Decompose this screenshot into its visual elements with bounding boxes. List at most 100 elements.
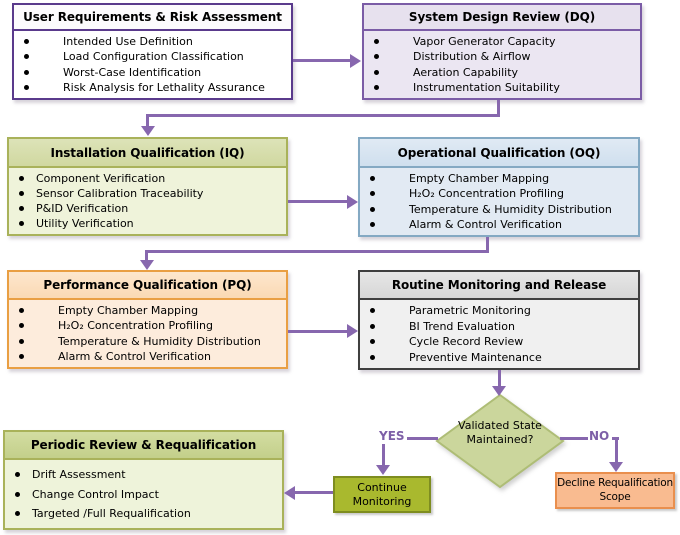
item-text: Temperature & Humidity Distribution bbox=[58, 334, 261, 348]
bullet-icon bbox=[370, 206, 375, 212]
arrowhead-right-icon bbox=[347, 324, 358, 338]
diamond-shape-icon bbox=[435, 393, 565, 489]
list-item: Empty Chamber Mapping bbox=[9, 304, 283, 317]
continue-monitoring-box: Continue Monitoring bbox=[333, 476, 431, 513]
installation-qualification-title: Installation Qualification (IQ) bbox=[9, 139, 286, 168]
item-text: Cycle Record Review bbox=[409, 335, 524, 349]
connector-decision-no-segment bbox=[615, 437, 618, 463]
connector-oq-to-pq-segment bbox=[145, 250, 489, 253]
periodic-review-box: Periodic Review & Requalification Drift … bbox=[3, 430, 284, 530]
routine-monitoring-title: Routine Monitoring and Release bbox=[360, 272, 638, 300]
installation-qualification-list: Component Verification Sensor Calibratio… bbox=[9, 168, 286, 234]
item-text: Utility Verification bbox=[36, 217, 134, 230]
list-item: Targeted /Full Requalification bbox=[5, 507, 279, 520]
bullet-icon bbox=[19, 221, 24, 226]
list-item: Change Control Impact bbox=[5, 488, 279, 501]
bullet-icon bbox=[24, 39, 29, 45]
routine-monitoring-list: Parametric Monitoring BI Trend Evaluatio… bbox=[360, 300, 638, 368]
item-text: BI Trend Evaluation bbox=[409, 319, 515, 333]
decision-question: Validated State Maintained? bbox=[458, 419, 542, 447]
list-item: Temperature & Humidity Distribution bbox=[9, 335, 283, 348]
connector-decision-no-segment bbox=[560, 437, 588, 440]
item-text: Aeration Capability bbox=[413, 65, 519, 79]
bullet-icon bbox=[370, 339, 375, 345]
list-item: Alarm & Control Verification bbox=[360, 218, 635, 231]
bullet-icon bbox=[370, 191, 375, 197]
bullet-icon bbox=[374, 84, 379, 90]
list-item: Instrumentation Suitability bbox=[364, 81, 637, 94]
decline-requalification-box: Decline Requalification Scope bbox=[555, 472, 675, 509]
bullet-icon bbox=[370, 354, 375, 360]
no-label: NO bbox=[589, 429, 610, 443]
connector-pq-to-routine bbox=[288, 330, 350, 333]
bullet-icon bbox=[15, 491, 20, 497]
item-text: Drift Assessment bbox=[32, 468, 126, 482]
arrowhead-left-icon bbox=[284, 486, 295, 500]
item-text: Worst-Case Identification bbox=[63, 65, 202, 79]
list-item: P&ID Verification bbox=[9, 202, 283, 215]
design-review-list: Vapor Generator Capacity Distribution & … bbox=[364, 31, 640, 98]
connector-oq-to-pq-segment bbox=[145, 250, 148, 261]
list-item: Utility Verification bbox=[9, 217, 283, 230]
arrowhead-down-icon bbox=[492, 386, 506, 396]
item-text: P&ID Verification bbox=[36, 202, 129, 215]
list-item: Aeration Capability bbox=[364, 66, 637, 79]
connector-dq-to-iq-segment bbox=[497, 100, 500, 117]
connector-dq-to-iq-segment bbox=[146, 114, 149, 127]
user-requirements-title: User Requirements & Risk Assessment bbox=[14, 5, 291, 31]
bullet-icon bbox=[19, 338, 24, 344]
item-text: Distribution & Airflow bbox=[413, 50, 531, 64]
connector-urra-to-dq bbox=[293, 59, 350, 62]
bullet-icon bbox=[370, 323, 375, 329]
operational-qualification-list: Empty Chamber Mapping H₂O₂ Concentration… bbox=[360, 168, 638, 235]
list-item: Load Configuration Classification bbox=[14, 50, 288, 63]
decision-diamond: Validated State Maintained? bbox=[430, 391, 570, 491]
item-text: Alarm & Control Verification bbox=[409, 217, 563, 231]
periodic-review-list: Drift Assessment Change Control Impact T… bbox=[5, 460, 282, 528]
list-item: Vapor Generator Capacity bbox=[364, 35, 637, 48]
item-text: Vapor Generator Capacity bbox=[413, 35, 556, 49]
periodic-review-title: Periodic Review & Requalification bbox=[5, 432, 282, 460]
bullet-icon bbox=[374, 54, 379, 60]
item-text: Intended Use Definition bbox=[63, 35, 193, 49]
item-text: Sensor Calibration Traceability bbox=[36, 187, 204, 200]
item-text: Load Configuration Classification bbox=[63, 50, 244, 64]
list-item: Distribution & Airflow bbox=[364, 50, 637, 63]
performance-qualification-list: Empty Chamber Mapping H₂O₂ Concentration… bbox=[9, 300, 286, 367]
list-item: Risk Analysis for Lethality Assurance bbox=[14, 81, 288, 94]
bullet-icon bbox=[19, 191, 24, 196]
bullet-icon bbox=[24, 54, 29, 60]
bullet-icon bbox=[24, 84, 29, 90]
list-item: H₂O₂ Concentration Profiling bbox=[9, 319, 283, 332]
list-item: Worst-Case Identification bbox=[14, 66, 288, 79]
list-item: Parametric Monitoring bbox=[360, 304, 635, 317]
item-text: Component Verification bbox=[36, 172, 166, 185]
item-text: Empty Chamber Mapping bbox=[409, 172, 550, 186]
user-requirements-box: User Requirements & Risk Assessment Inte… bbox=[12, 3, 293, 100]
list-item: Component Verification bbox=[9, 172, 283, 185]
bullet-icon bbox=[24, 69, 29, 75]
connector-oq-to-pq-segment bbox=[486, 237, 489, 253]
item-text: H₂O₂ Concentration Profiling bbox=[409, 187, 565, 201]
list-item: Intended Use Definition bbox=[14, 35, 288, 48]
arrowhead-right-icon bbox=[350, 54, 361, 68]
performance-qualification-title: Performance Qualification (PQ) bbox=[9, 272, 286, 300]
item-text: Parametric Monitoring bbox=[409, 304, 531, 318]
item-text: Risk Analysis for Lethality Assurance bbox=[63, 80, 265, 94]
item-text: Change Control Impact bbox=[32, 487, 159, 501]
connector-decision-yes-segment bbox=[407, 437, 438, 440]
item-text: Empty Chamber Mapping bbox=[58, 304, 199, 318]
connector-routine-to-decision bbox=[498, 370, 501, 388]
bullet-icon bbox=[370, 221, 375, 227]
list-item: Sensor Calibration Traceability bbox=[9, 187, 283, 200]
list-item: Preventive Maintenance bbox=[360, 351, 635, 364]
bullet-icon bbox=[370, 176, 375, 182]
bullet-icon bbox=[370, 308, 375, 314]
bullet-icon bbox=[19, 206, 24, 211]
routine-monitoring-box: Routine Monitoring and Release Parametri… bbox=[358, 270, 640, 370]
bullet-icon bbox=[374, 39, 379, 45]
design-review-box: System Design Review (DQ) Vapor Generato… bbox=[362, 3, 642, 100]
bullet-icon bbox=[19, 308, 24, 314]
arrowhead-down-icon bbox=[376, 465, 390, 475]
